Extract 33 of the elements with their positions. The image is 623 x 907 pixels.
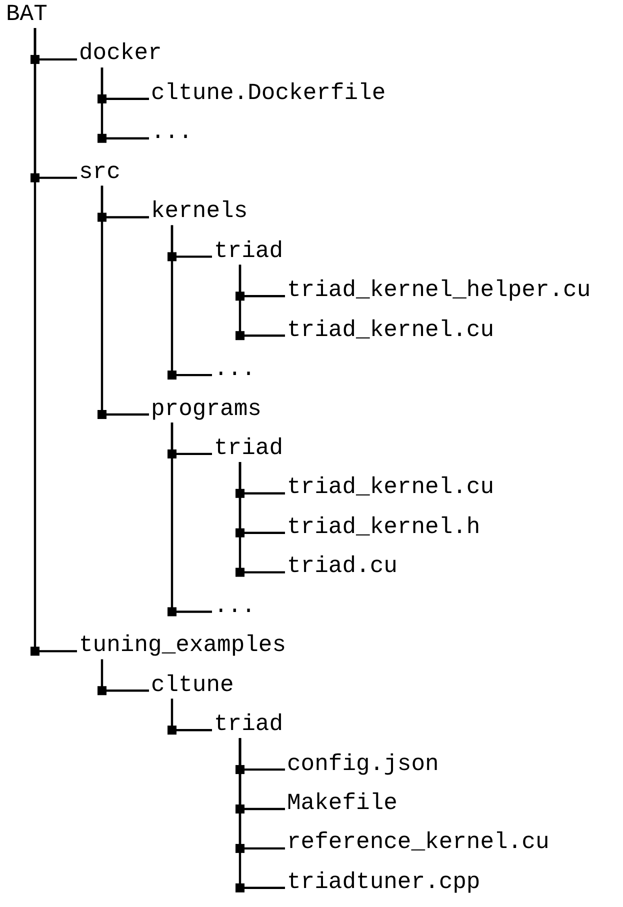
tree-entry: Makefile bbox=[287, 789, 398, 817]
tree-entry: triad_kernel_helper.cu bbox=[287, 276, 591, 304]
tree-entry: triad_kernel.cu bbox=[287, 473, 494, 502]
tree-connector bbox=[238, 462, 285, 574]
tree-entry: triad bbox=[214, 434, 284, 462]
tree-entry: docker bbox=[79, 39, 162, 68]
tree-entry: ... bbox=[214, 355, 256, 384]
tree-entry: config.json bbox=[287, 750, 439, 778]
tree-entry: src bbox=[79, 158, 120, 186]
tree-connector bbox=[100, 186, 149, 416]
tree-entry: cltune bbox=[151, 670, 234, 699]
tree-entry: tuning_examples bbox=[79, 631, 286, 660]
tree-entry: ... bbox=[151, 118, 192, 146]
tree-entry: kernels bbox=[151, 197, 248, 226]
tree-entry: triad_kernel.cu bbox=[287, 316, 494, 344]
tree-entry: triadtuner.cpp bbox=[287, 868, 480, 896]
tree-connector bbox=[170, 225, 212, 376]
tree-entry: ... bbox=[214, 592, 256, 620]
tree-entry: programs bbox=[151, 394, 262, 422]
tree-connector bbox=[238, 264, 285, 337]
tree-connector bbox=[100, 67, 149, 140]
tree-connector bbox=[34, 28, 77, 652]
tree-entry: reference_kernel.cu bbox=[287, 828, 550, 856]
tree-connector bbox=[170, 698, 212, 732]
tree-entry: triad.cu bbox=[287, 552, 398, 580]
tree-entry: BAT bbox=[6, 0, 48, 28]
tree-entry: cltune.Dockerfile bbox=[151, 78, 386, 107]
tree-entry: triad bbox=[214, 236, 284, 265]
tree-connector bbox=[238, 738, 285, 889]
tree-entry: triad_kernel.h bbox=[287, 512, 480, 541]
tree-connector bbox=[170, 422, 212, 613]
tree-connector bbox=[100, 659, 149, 692]
tree-entry: triad bbox=[214, 710, 284, 738]
